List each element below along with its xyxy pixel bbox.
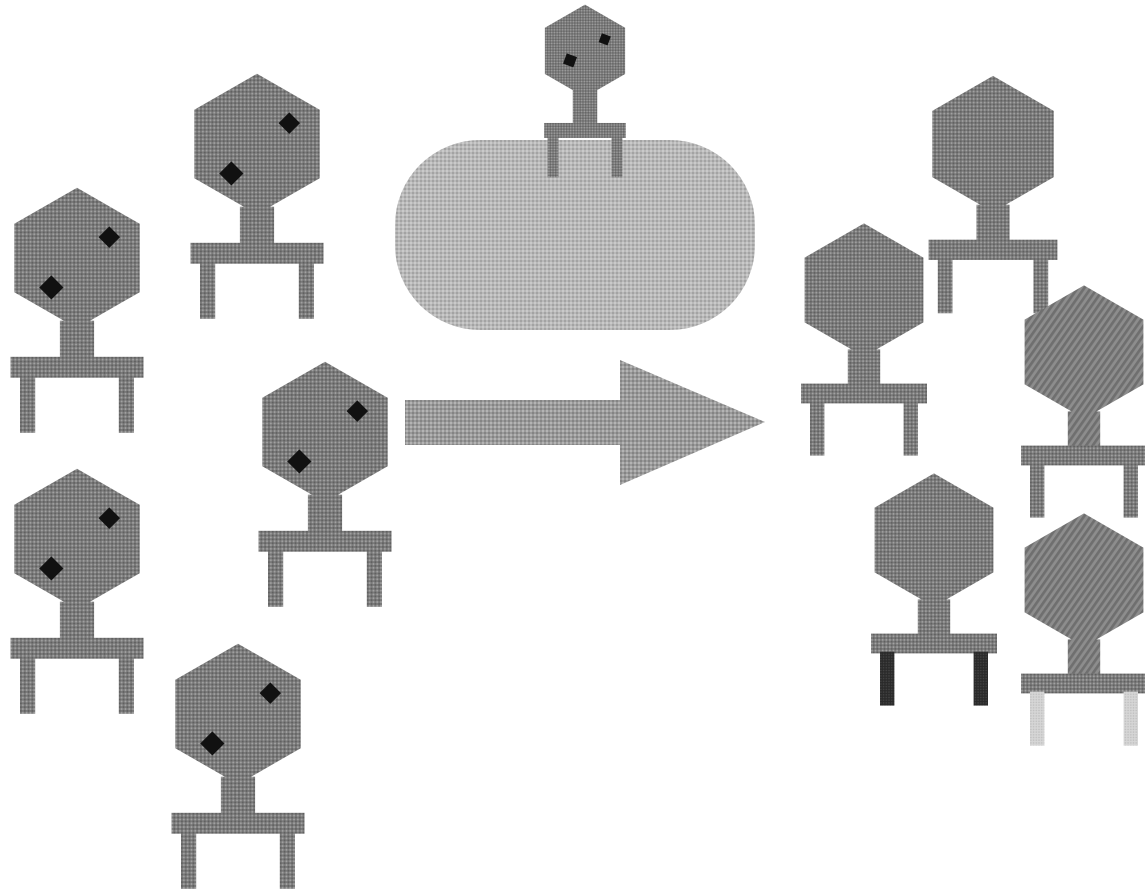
bacteriophage-icon xyxy=(190,73,324,319)
right-arrow-icon xyxy=(405,360,765,485)
bacteriophage-icon xyxy=(10,468,144,714)
dna-marker-icon xyxy=(259,682,282,704)
bacteriophage-icon xyxy=(1021,285,1145,518)
bacteriophage-icon xyxy=(871,473,997,706)
bacteriophage-icon xyxy=(928,75,1058,314)
dna-marker-icon xyxy=(563,53,578,68)
bacteriophage-icon xyxy=(544,4,626,178)
bacteriophage-icon xyxy=(1021,513,1145,746)
bacteriophage-icon xyxy=(171,643,305,889)
dna-marker-icon xyxy=(598,33,611,46)
bacteriophage-icon xyxy=(801,223,927,456)
bacteriophage-icon xyxy=(258,361,392,607)
dna-marker-icon xyxy=(278,112,301,134)
bacterial-cell-icon xyxy=(395,140,755,330)
bacteriophage-icon xyxy=(10,187,144,433)
dna-marker-icon xyxy=(98,507,121,529)
